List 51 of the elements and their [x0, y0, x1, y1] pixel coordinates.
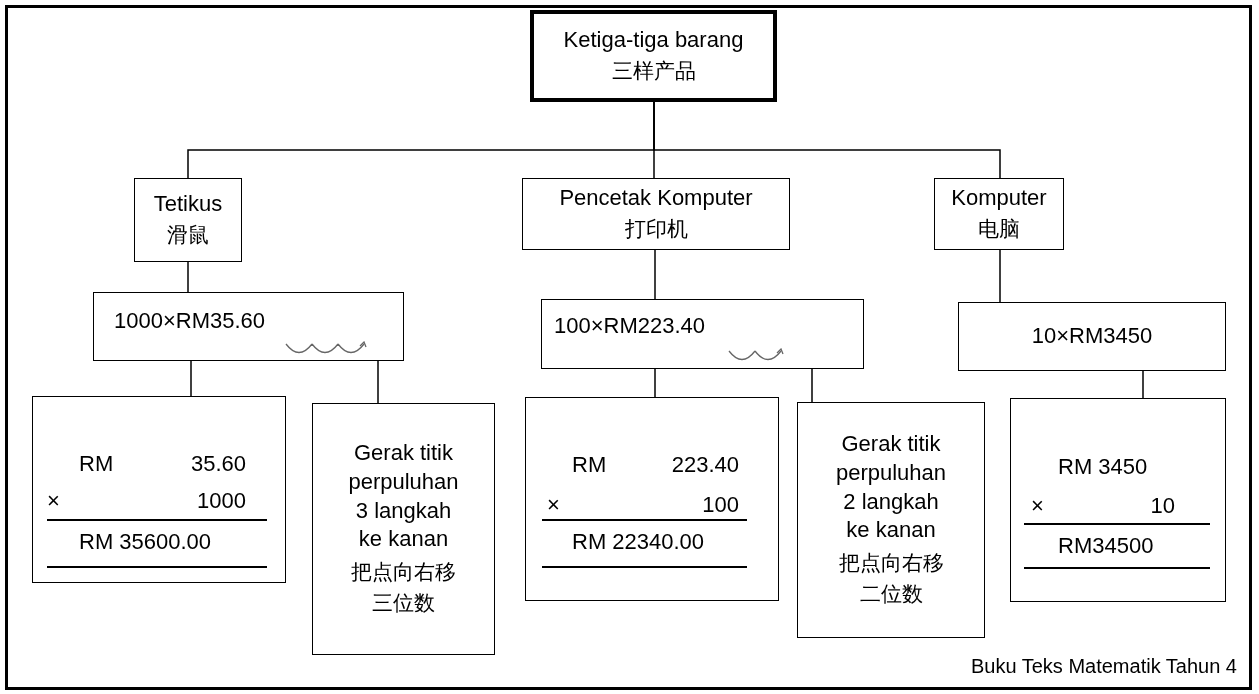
label-text: Ketiga-tiga barang: [563, 25, 744, 54]
label-text: Komputer: [951, 183, 1047, 212]
calculation-box: [525, 397, 779, 601]
expression-box: [541, 299, 864, 369]
label-text: 10×RM3450: [1031, 322, 1153, 351]
label-text: 1000×RM35.60: [114, 307, 266, 335]
calculation-text: 100: [702, 494, 739, 516]
calculation-text: 1000: [197, 490, 246, 512]
chinese-text: 把点向右移二位数: [837, 549, 945, 608]
calculation-text: RM 3450: [1058, 456, 1148, 478]
item-box: [934, 178, 1064, 250]
label-text: Pencetak Komputer: [559, 183, 753, 212]
chinese-text: 滑鼠: [167, 221, 209, 248]
chinese-text: 把点向右移三位数: [350, 558, 457, 617]
calculation-text: RM 22340.00: [572, 531, 705, 553]
operator-sign: ×: [47, 490, 60, 512]
connector-line: [654, 368, 656, 398]
label-text: Tetikus: [153, 189, 223, 218]
item-box: [134, 178, 242, 262]
root-box: [530, 10, 777, 102]
calculation-text: 223.40: [671, 454, 739, 476]
connector-line: [1142, 370, 1144, 399]
item-box: [958, 302, 1226, 371]
chinese-text: 电脑: [978, 215, 1020, 242]
item-box: [522, 178, 790, 250]
operator-sign: ×: [1031, 495, 1044, 517]
calculation-text: 10: [1150, 495, 1175, 517]
calculation-text: RM: [572, 454, 607, 476]
connector-line: [187, 261, 189, 293]
calculation-text: RM34500: [1058, 535, 1154, 557]
note-box: [797, 402, 985, 638]
calculation-box: [1010, 398, 1226, 602]
chinese-text: 三样产品: [611, 57, 696, 84]
note-box: [312, 403, 495, 655]
chinese-text: 打印机: [624, 215, 688, 242]
source-note: Buku Teks Matematik Tahun 4: [970, 655, 1237, 678]
calculation-box: [32, 396, 286, 583]
operator-sign: ×: [547, 494, 560, 516]
connector-line: [811, 368, 813, 403]
expression-box: [93, 292, 404, 361]
connector-line: [654, 249, 656, 300]
connector-line: [653, 101, 1001, 179]
connector-line: [377, 360, 379, 404]
calculation-text: 35.60: [190, 453, 246, 475]
calculation-text: RM 35600.00: [79, 531, 212, 553]
connector-line: [190, 360, 192, 397]
calculation-text: RM: [79, 453, 114, 475]
label-text: Gerak titik perpuluhan 3 langkah ke kanan: [347, 439, 460, 554]
label-text: Gerak titik perpuluhan 2 langkah ke kanan: [834, 430, 948, 545]
connector-line: [999, 249, 1001, 303]
label-text: 100×RM223.40: [554, 312, 706, 340]
